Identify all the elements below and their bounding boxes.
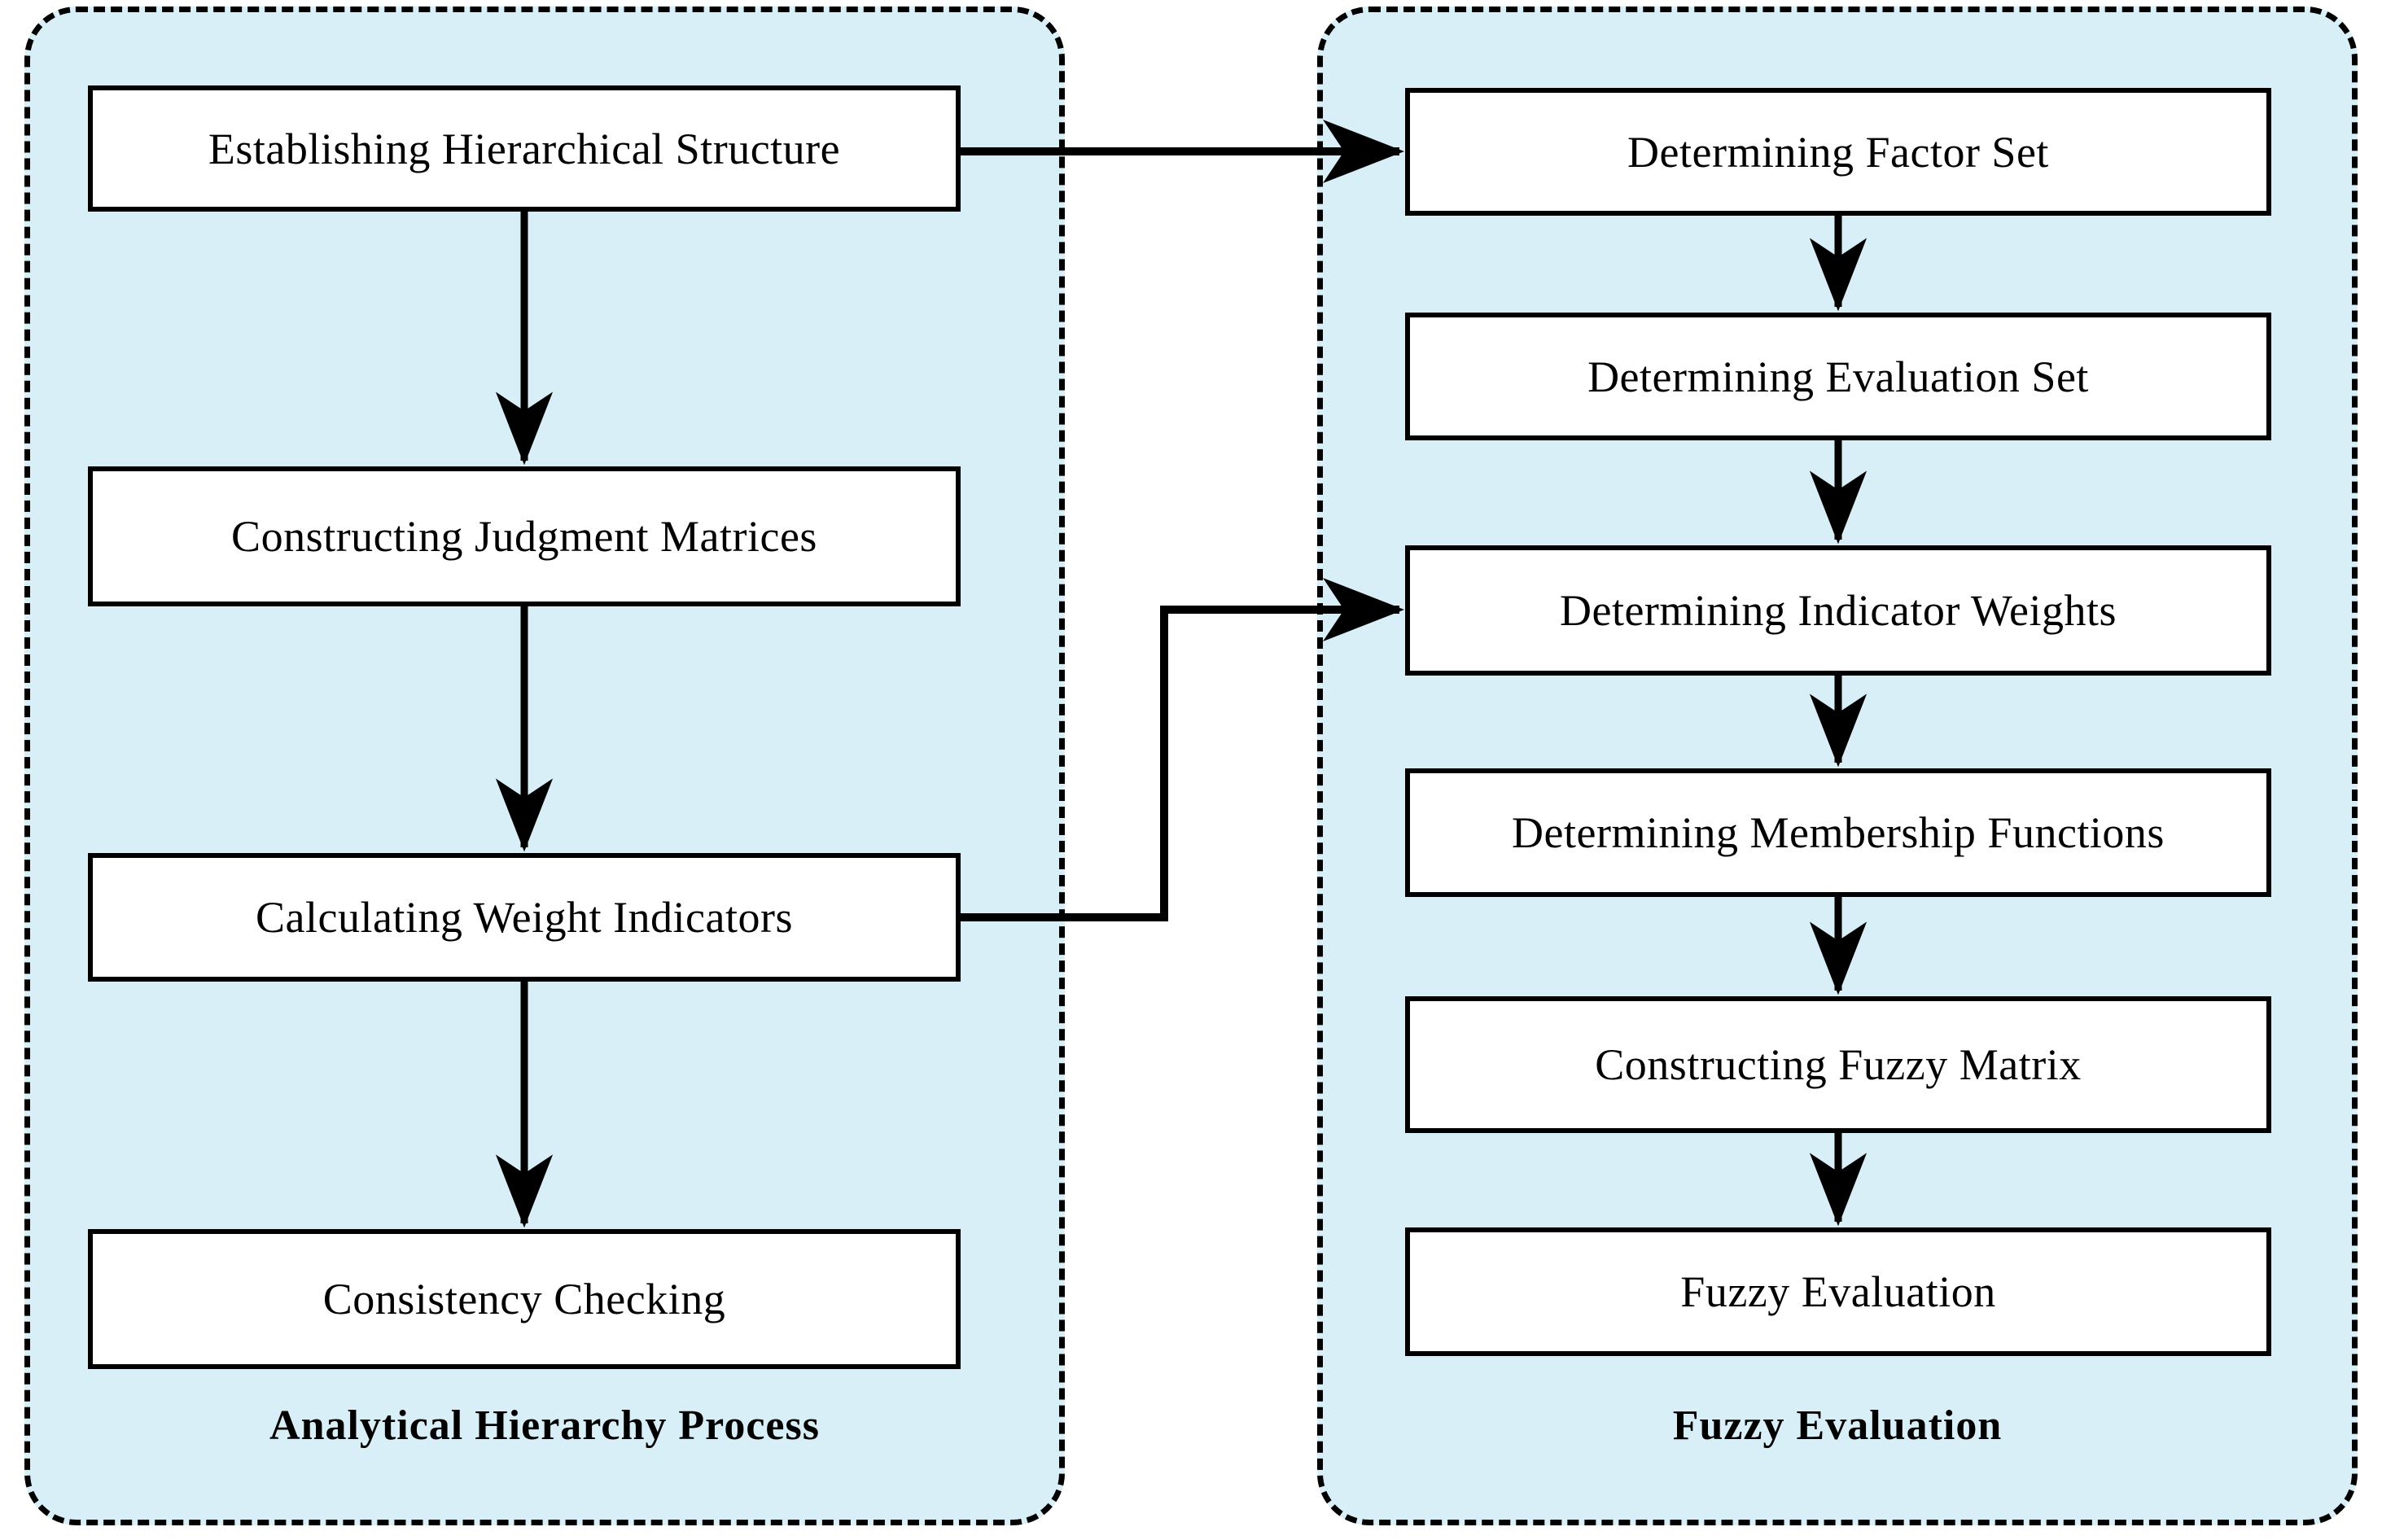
node-label: Consistency Checking: [322, 1275, 726, 1323]
node-label: Determining Evaluation Set: [1587, 352, 2089, 401]
node-determining-evaluation-set[interactable]: Determining Evaluation Set: [1405, 313, 2271, 440]
panel-label-analytical-hierarchy-process: Analytical Hierarchy Process: [269, 1402, 820, 1449]
panel-label-fuzzy-evaluation: Fuzzy Evaluation: [1672, 1402, 2003, 1449]
node-determining-membership-functions[interactable]: Determining Membership Functions: [1405, 768, 2271, 897]
node-label: Calculating Weight Indicators: [256, 893, 793, 942]
node-fuzzy-evaluation[interactable]: Fuzzy Evaluation: [1405, 1227, 2271, 1356]
node-consistency-checking[interactable]: Consistency Checking: [88, 1229, 961, 1369]
node-establishing-hierarchical-structure[interactable]: Establishing Hierarchical Structure: [88, 85, 961, 212]
node-label: Fuzzy Evaluation: [1680, 1267, 1996, 1316]
node-label: Determining Factor Set: [1627, 127, 2049, 177]
node-label: Determining Indicator Weights: [1560, 586, 2117, 635]
node-label: Constructing Fuzzy Matrix: [1595, 1040, 2082, 1089]
node-calculating-weight-indicators[interactable]: Calculating Weight Indicators: [88, 853, 961, 982]
node-determining-factor-set[interactable]: Determining Factor Set: [1405, 88, 2271, 216]
node-label: Constructing Judgment Matrices: [231, 512, 817, 561]
node-constructing-judgment-matrices[interactable]: Constructing Judgment Matrices: [88, 466, 961, 606]
node-constructing-fuzzy-matrix[interactable]: Constructing Fuzzy Matrix: [1405, 996, 2271, 1133]
node-determining-indicator-weights[interactable]: Determining Indicator Weights: [1405, 545, 2271, 676]
node-label: Determining Membership Functions: [1512, 808, 2165, 857]
node-label: Establishing Hierarchical Structure: [208, 124, 841, 173]
